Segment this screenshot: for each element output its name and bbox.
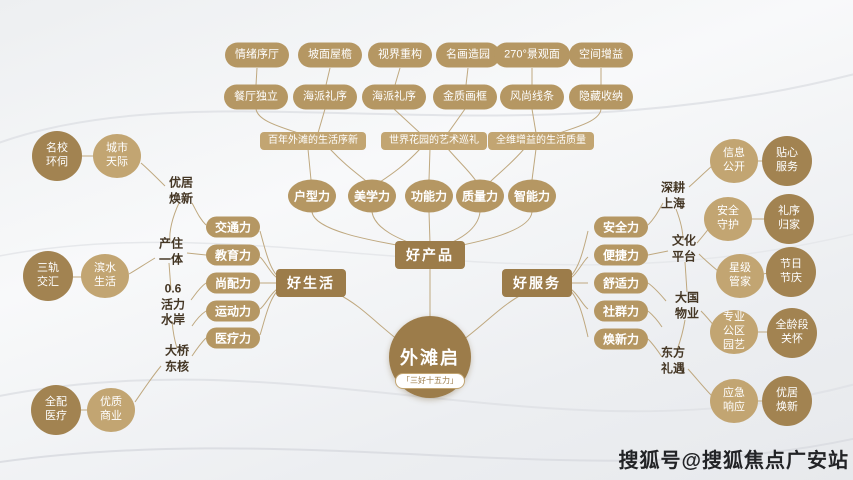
service-power: 便捷力 — [594, 244, 648, 266]
life-power: 运动力 — [206, 300, 260, 322]
life-node: 大桥 东核 — [164, 343, 190, 373]
product-detail-top: 视界重构 — [368, 42, 432, 68]
service-power: 安全力 — [594, 216, 648, 238]
service-oval: 信息 公开 — [710, 139, 758, 183]
life-oval: 滨水 生活 — [81, 254, 129, 298]
life-circle: 全配 医疗 — [31, 385, 81, 435]
life-node: 0.6 活力 水岸 — [160, 281, 186, 327]
life-node: 优居 焕新 — [168, 175, 194, 205]
service-node: 深耕 上海 — [660, 180, 686, 210]
product-power: 智能力 — [508, 179, 556, 213]
product-detail: 金质画框 — [433, 84, 497, 110]
product-power: 功能力 — [405, 179, 453, 213]
product-detail: 风尚线条 — [500, 84, 564, 110]
branch-product: 好产品 — [395, 241, 465, 269]
product-power: 美学力 — [348, 179, 396, 213]
service-circle: 礼序 归家 — [764, 194, 814, 244]
center-subtitle: 「三好十五力」 — [395, 373, 465, 389]
product-detail-top: 坡面屋檐 — [298, 42, 362, 68]
service-node: 文化 平台 — [671, 233, 697, 263]
service-power: 舒适力 — [594, 272, 648, 294]
life-oval: 城市 天际 — [93, 134, 141, 178]
life-circle: 名校 环伺 — [32, 131, 82, 181]
life-power: 尚配力 — [206, 272, 260, 294]
product-banner: 百年外滩的生活序新 — [260, 132, 366, 150]
service-oval: 安全 守护 — [704, 197, 752, 241]
branch-life: 好生活 — [276, 269, 346, 297]
product-detail: 海派礼序 — [293, 84, 357, 110]
service-oval: 专业 公区 园艺 — [710, 310, 758, 354]
life-node: 产住 一体 — [158, 236, 184, 266]
product-detail: 海派礼序 — [362, 84, 426, 110]
product-detail: 餐厅独立 — [224, 84, 288, 110]
service-power: 社群力 — [594, 300, 648, 322]
life-circle: 三轨 交汇 — [23, 251, 73, 301]
product-detail-top: 空间增益 — [569, 42, 633, 68]
life-power: 医疗力 — [206, 327, 260, 349]
service-node: 大国 物业 — [674, 290, 700, 320]
product-detail: 隐藏收纳 — [569, 84, 633, 110]
life-power: 交通力 — [206, 216, 260, 238]
service-circle: 贴心 服务 — [762, 136, 812, 186]
product-detail-top: 情绪序厅 — [225, 42, 289, 68]
service-circle: 节日 节庆 — [766, 247, 816, 297]
service-oval: 应急 响应 — [710, 379, 758, 423]
product-banner: 全维增益的生活质量 — [488, 132, 594, 150]
life-oval: 优质 商业 — [87, 388, 135, 432]
service-circle: 优居 焕新 — [762, 376, 812, 426]
product-detail-top: 名画造园 — [436, 42, 500, 68]
branch-service: 好服务 — [502, 269, 572, 297]
product-power: 质量力 — [456, 179, 504, 213]
service-oval: 星级 管家 — [716, 254, 764, 298]
watermark-text: 搜狐号@搜狐焦点广安站 — [618, 450, 849, 472]
product-power: 户型力 — [288, 179, 336, 213]
service-node: 东方 礼遇 — [660, 345, 686, 375]
service-circle: 全龄段 关怀 — [767, 308, 817, 358]
product-banner: 世界花园的艺术巡礼 — [381, 132, 487, 150]
service-power: 焕新力 — [594, 328, 648, 350]
product-detail-top: 270°景观面 — [494, 42, 570, 68]
life-power: 教育力 — [206, 244, 260, 266]
